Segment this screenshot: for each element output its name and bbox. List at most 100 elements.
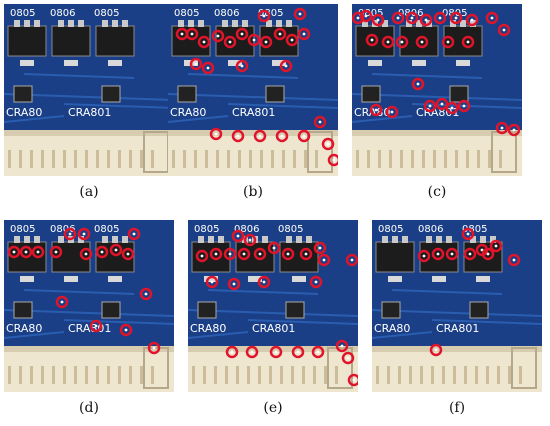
connector-pin: [466, 150, 469, 168]
pcb-silkscreen-label: 0805: [94, 8, 119, 19]
detection-marker: [441, 35, 455, 49]
connector-pin: [258, 366, 261, 384]
detection-marker: [185, 27, 199, 41]
pcb-part-label: CRA80: [6, 322, 42, 335]
ic-pin: [426, 236, 432, 243]
pcb-silkscreen-label: 0805: [258, 8, 283, 19]
transistor: [381, 301, 401, 319]
detection-marker: [55, 295, 69, 309]
detection-marker-center: [230, 350, 234, 354]
connector-pin: [453, 366, 456, 384]
detection-marker-center: [350, 258, 354, 262]
detection-marker: [313, 115, 327, 129]
detection-marker-center: [68, 232, 72, 236]
connector-latch: [143, 347, 169, 389]
detection-marker: [347, 373, 358, 387]
detection-marker: [359, 9, 373, 23]
connector-pin: [411, 150, 414, 168]
ic-tab: [432, 276, 446, 282]
detection-marker: [231, 129, 245, 143]
ic-pin: [198, 20, 204, 27]
detection-marker-center: [94, 324, 98, 328]
detection-marker-center: [272, 246, 276, 250]
detection-marker-center: [262, 280, 266, 284]
detection-marker-center: [512, 128, 516, 132]
detection-marker-center: [200, 254, 204, 258]
pcb-part-label: CRA801: [232, 106, 275, 119]
connector-pin: [508, 366, 511, 384]
detection-marker-center: [302, 32, 306, 36]
detection-marker-center: [364, 14, 368, 18]
detection-marker: [371, 13, 385, 27]
connector-pin: [41, 150, 44, 168]
connector-pin: [236, 366, 239, 384]
ic-pin: [450, 20, 456, 27]
ic-pin: [218, 236, 224, 243]
detection-marker-center: [100, 250, 104, 254]
pcb-part-label: CRA80: [374, 322, 410, 335]
detection-marker-center: [318, 246, 322, 250]
detection-marker: [481, 247, 495, 261]
detection-marker-center: [502, 28, 506, 32]
detection-marker-center: [494, 244, 498, 248]
connector-pin: [227, 150, 230, 168]
detection-marker-center: [258, 134, 262, 138]
detection-marker-center: [438, 16, 442, 20]
pcb-part-label: CRA80: [190, 322, 226, 335]
detection-marker: [485, 11, 499, 25]
ic-package: [375, 241, 415, 273]
ic-pin: [34, 236, 40, 243]
connector-housing: [4, 346, 174, 392]
pcb-trace: [63, 103, 174, 109]
connector-pin: [464, 366, 467, 384]
pcb-part-label: CRA80: [6, 106, 42, 119]
connector-pin: [442, 366, 445, 384]
transistor: [265, 85, 285, 103]
detection-marker-center: [202, 40, 206, 44]
transistor: [449, 85, 469, 103]
connector-pin: [63, 150, 66, 168]
ic-pin: [262, 236, 268, 243]
detection-marker: [417, 249, 431, 263]
connector-pin: [335, 366, 338, 384]
connector-pin: [85, 150, 88, 168]
detection-marker: [435, 97, 449, 111]
connector-pin: [313, 366, 316, 384]
caption-f: (f): [448, 400, 466, 416]
ic-pin: [198, 236, 204, 243]
connector-housing: [168, 130, 338, 176]
connector-pin: [293, 150, 296, 168]
detection-marker-center: [274, 350, 278, 354]
detection-marker: [385, 105, 399, 119]
connector-pin: [30, 366, 33, 384]
ic-pin: [276, 20, 282, 27]
ic-tab: [108, 60, 122, 66]
detection-marker-center: [304, 252, 308, 256]
ic-tab: [20, 276, 34, 282]
detection-marker-center: [252, 38, 256, 42]
detection-marker: [423, 99, 437, 113]
ic-pin: [122, 20, 128, 27]
detection-marker-center: [82, 232, 86, 236]
connector-pin: [280, 366, 283, 384]
detection-marker: [445, 247, 459, 261]
detection-marker: [231, 229, 245, 243]
detection-marker-center: [210, 280, 214, 284]
connector-pin: [291, 366, 294, 384]
pcb-trace: [188, 331, 249, 339]
detection-marker-center: [462, 104, 466, 108]
detection-marker: [445, 101, 459, 115]
pcb-trace: [431, 319, 542, 325]
detection-marker: [225, 345, 239, 359]
ic-pin: [242, 20, 248, 27]
ic-pin: [14, 236, 20, 243]
detection-marker-center: [152, 346, 156, 350]
pcb-part-label: CRA801: [252, 322, 295, 335]
detection-marker: [243, 233, 257, 247]
pcb-silkscreen-label: 0806: [50, 224, 75, 235]
detection-marker-center: [240, 32, 244, 36]
